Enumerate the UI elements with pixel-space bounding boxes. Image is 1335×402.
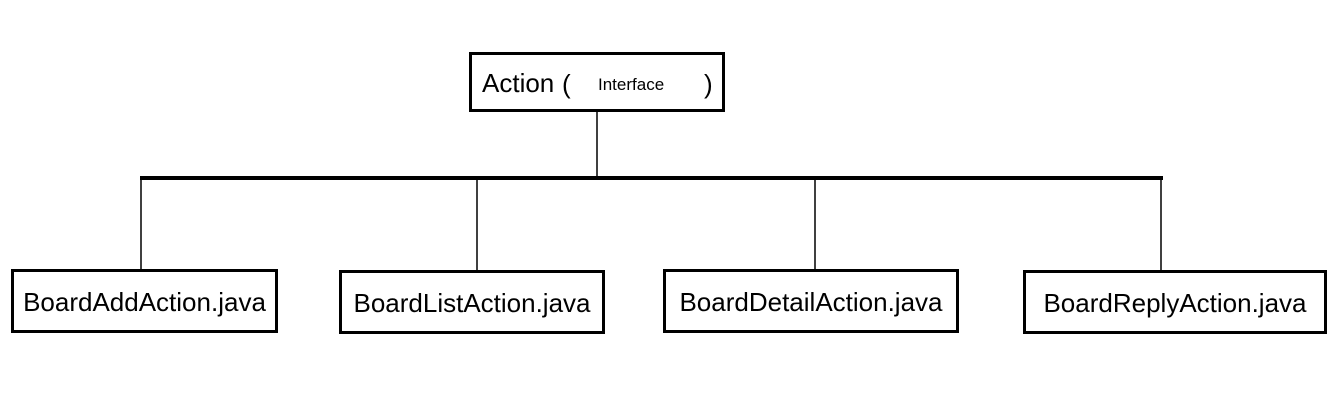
board-reply-action-label: BoardReplyAction.java [1043,288,1307,318]
board-detail-action-box: BoardDetailAction.java [663,269,959,333]
action-interface-box: Action ( Interface ) [469,52,725,112]
board-detail-action-label: BoardDetailAction.java [679,287,943,317]
open-paren: ( [562,69,571,99]
close-paren: ) [704,69,713,99]
action-title: Action [482,68,555,98]
board-add-action-box: BoardAddAction.java [11,269,278,333]
board-list-action-box: BoardListAction.java [339,270,605,334]
board-reply-action-box: BoardReplyAction.java [1023,270,1327,334]
board-list-action-label: BoardListAction.java [353,288,591,318]
interface-label: Interface [598,75,665,94]
board-add-action-label: BoardAddAction.java [23,287,266,317]
